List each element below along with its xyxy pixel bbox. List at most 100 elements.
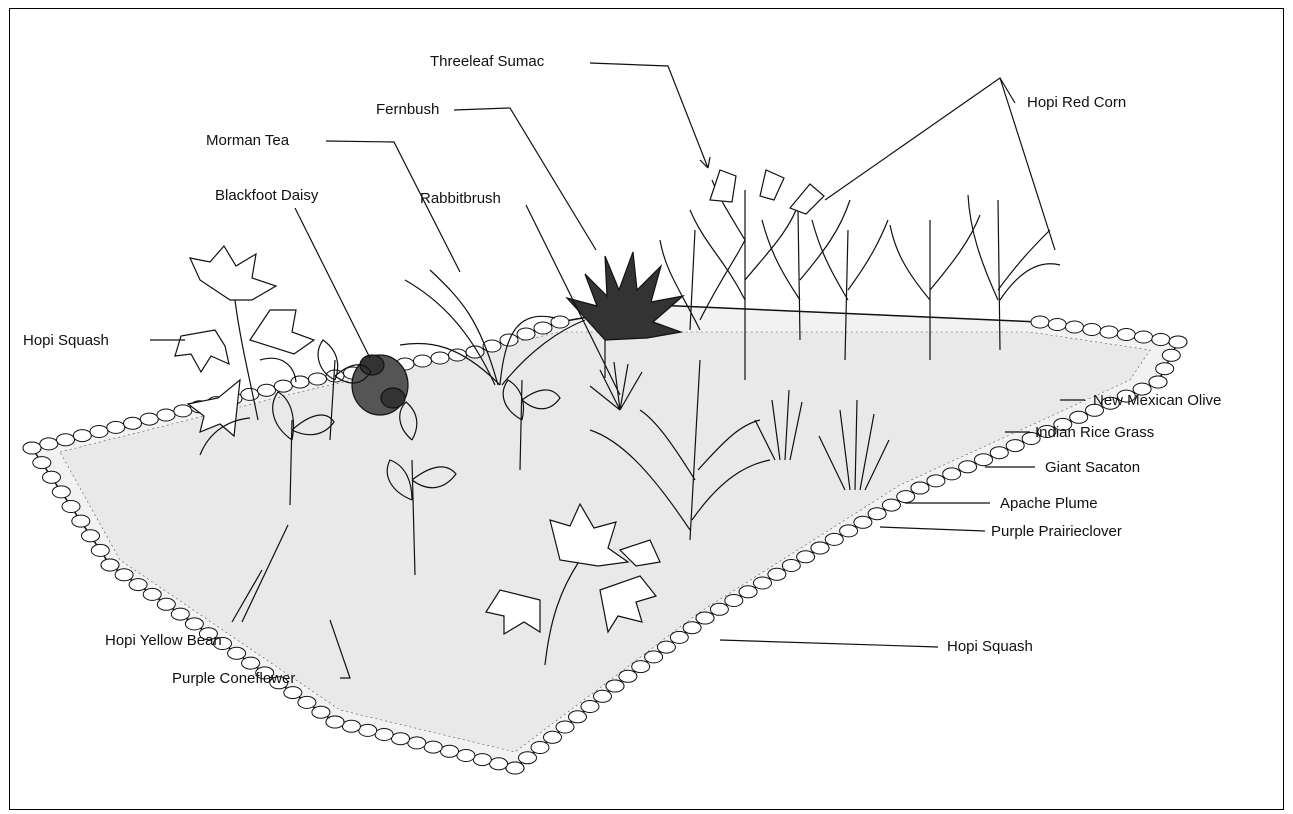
- border-stone: [143, 588, 161, 600]
- blackfoot-daisy-plant: [352, 355, 408, 415]
- border-stone: [424, 741, 442, 753]
- border-stone: [414, 355, 432, 367]
- border-stone: [1149, 376, 1167, 388]
- border-stone: [943, 468, 961, 480]
- label-fernbush: Fernbush: [376, 101, 439, 119]
- border-stone: [911, 482, 929, 494]
- border-stone: [990, 447, 1008, 459]
- border-stone: [82, 530, 100, 542]
- border-stone: [1006, 440, 1024, 452]
- border-stone: [52, 486, 70, 498]
- border-stone: [519, 752, 537, 764]
- border-stone: [1066, 321, 1084, 333]
- border-stone: [431, 352, 449, 364]
- border-stone: [725, 595, 743, 607]
- leader-line-purple-prairieclover: [880, 527, 985, 531]
- border-stone: [62, 501, 80, 513]
- border-stone: [274, 380, 292, 392]
- border-stone: [375, 729, 393, 741]
- border-stone: [242, 657, 260, 669]
- border-stone: [683, 622, 701, 634]
- border-stone: [825, 533, 843, 545]
- border-stone: [975, 454, 993, 466]
- border-stone: [569, 711, 587, 723]
- border-stone: [517, 328, 535, 340]
- border-stone: [241, 388, 259, 400]
- border-stone: [359, 724, 377, 736]
- border-stone: [326, 716, 344, 728]
- border-stone: [1117, 329, 1135, 341]
- border-stone: [696, 612, 714, 624]
- border-stone: [645, 651, 663, 663]
- border-stone: [171, 608, 189, 620]
- border-stone: [408, 737, 426, 749]
- border-stone: [1152, 334, 1170, 346]
- border-stone: [544, 731, 562, 743]
- border-stone: [1162, 349, 1180, 361]
- border-stone: [101, 559, 119, 571]
- border-stone: [157, 598, 175, 610]
- border-stone: [959, 461, 977, 473]
- label-hopi-yellow-bean: Hopi Yellow Bean: [105, 632, 222, 650]
- border-stone: [619, 670, 637, 682]
- label-hopi-squash-left: Hopi Squash: [23, 332, 109, 350]
- border-stone: [40, 438, 58, 450]
- border-stone: [606, 680, 624, 692]
- border-stone: [490, 758, 508, 770]
- leader-line-blackfoot-daisy: [295, 208, 370, 358]
- border-stone: [1169, 336, 1187, 348]
- leader-arrow-threeleaf-sumac: [700, 157, 710, 168]
- border-stone: [457, 750, 475, 762]
- border-stone: [312, 706, 330, 718]
- border-stone: [897, 491, 915, 503]
- leader-line-threeleaf-sumac: [590, 63, 708, 168]
- border-stone: [531, 742, 549, 754]
- border-stone: [284, 687, 302, 699]
- border-stone: [768, 568, 786, 580]
- label-indian-rice-grass: Indian Rice Grass: [1035, 424, 1154, 442]
- label-apache-plume: Apache Plume: [1000, 495, 1098, 513]
- border-stone: [73, 430, 91, 442]
- border-stone: [506, 762, 524, 774]
- border-stone: [291, 376, 309, 388]
- border-stone: [739, 586, 757, 598]
- border-stone: [174, 405, 192, 417]
- border-stone: [258, 384, 276, 396]
- border-stone: [228, 647, 246, 659]
- border-stone: [124, 417, 142, 429]
- label-threeleaf-sumac: Threeleaf Sumac: [430, 53, 544, 71]
- border-stone: [657, 641, 675, 653]
- border-stone: [91, 544, 109, 556]
- label-rabbitbrush: Rabbitbrush: [420, 190, 501, 208]
- label-hopi-squash-right: Hopi Squash: [947, 638, 1033, 656]
- leader-line-hopi-red-corn: [825, 78, 1055, 250]
- label-morman-tea: Morman Tea: [206, 132, 289, 150]
- border-stone: [185, 618, 203, 630]
- border-stone: [57, 434, 75, 446]
- border-stone: [23, 442, 41, 454]
- border-stone: [556, 721, 574, 733]
- border-stone: [754, 577, 772, 589]
- border-stone: [782, 560, 800, 572]
- border-stone: [1031, 316, 1049, 328]
- border-stone: [797, 551, 815, 563]
- border-stone: [710, 603, 728, 615]
- border-stone: [670, 631, 688, 643]
- label-new-mexican-olive: New Mexican Olive: [1093, 392, 1221, 410]
- leader-line-fernbush: [454, 108, 596, 250]
- label-purple-prairieclover: Purple Prairieclover: [991, 523, 1122, 541]
- border-stone: [342, 720, 360, 732]
- border-stone: [854, 516, 872, 528]
- label-blackfoot-daisy: Blackfoot Daisy: [215, 187, 318, 205]
- border-stone: [927, 475, 945, 487]
- leader-line-hopi-squash-right: [720, 640, 938, 647]
- label-purple-coneflower: Purple Coneflower: [172, 670, 295, 688]
- border-stone: [1156, 363, 1174, 375]
- border-stone: [441, 745, 459, 757]
- border-stone: [449, 349, 467, 361]
- border-stone: [882, 499, 900, 511]
- border-stone: [298, 696, 316, 708]
- border-stone: [581, 701, 599, 713]
- border-stone: [33, 457, 51, 469]
- border-stone: [140, 413, 158, 425]
